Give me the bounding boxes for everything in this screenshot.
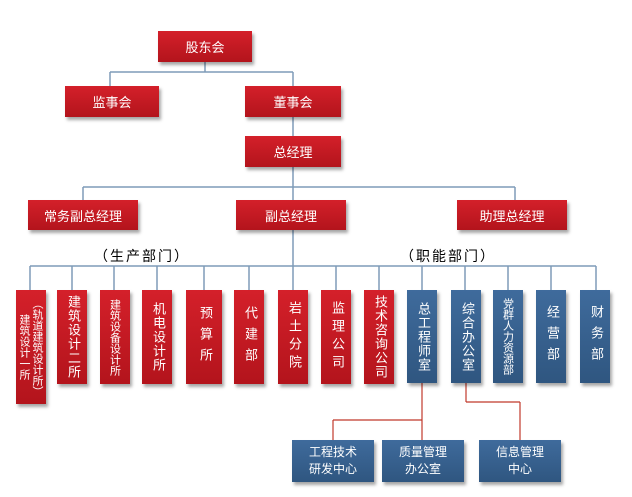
board-label: 董事会	[273, 96, 313, 111]
functional-unit-label: 财务部	[588, 305, 603, 368]
executive-deputy-box: 常务副总经理	[28, 200, 138, 230]
functional-unit-2: 综合办公室	[451, 290, 481, 383]
gm-label: 总经理	[273, 146, 313, 161]
production-unit-8: 监理公司	[321, 290, 351, 384]
functional-unit-label: 党群人力资源部	[501, 298, 515, 375]
functional-unit-1: 总工程师室	[407, 290, 437, 383]
production-unit-9: 技术咨询公司	[364, 290, 394, 384]
sub-unit-label: 质量管理 办公室	[398, 445, 447, 476]
functional-unit-label: 综合办公室	[459, 301, 474, 372]
functional-unit-5: 财务部	[580, 290, 610, 383]
sub-unit-label: 工程技术 研发中心	[308, 445, 357, 476]
shareholders-label: 股东会	[185, 41, 225, 56]
production-unit-label: 预算所	[197, 305, 212, 369]
production-unit-label: 建筑设计二所	[65, 295, 80, 379]
sub-unit-label: 信息管理 中心	[495, 445, 544, 476]
production-unit-2: 建筑设计二所	[57, 290, 87, 384]
production-unit-label: 机电设计所	[150, 302, 165, 372]
board-box: 董事会	[245, 86, 341, 117]
production-unit-6: 代建部	[234, 290, 264, 384]
supervisors-label: 监事会	[92, 96, 132, 111]
sub-unit-quality-office: 质量管理 办公室	[382, 440, 464, 482]
production-unit-label: 建筑设备设计所	[108, 298, 122, 376]
sub-unit-info-center: 信息管理 中心	[479, 440, 561, 482]
production-unit-label: 岩土分院	[286, 301, 301, 373]
production-group-label: （生产部门）	[94, 249, 190, 265]
production-unit-5: 预算所	[186, 290, 222, 384]
production-unit-label: 技术咨询公司	[372, 295, 387, 379]
production-unit-7: 岩土分院	[278, 290, 308, 384]
functional-unit-3: 党群人力资源部	[493, 290, 523, 383]
production-unit-3: 建筑设备设计所	[100, 290, 130, 384]
supervisors-box: 监事会	[65, 86, 159, 117]
functional-unit-label: 总工程师室	[415, 301, 430, 372]
production-unit-label: 代建部	[242, 305, 257, 369]
functional-unit-4: 经营部	[536, 290, 566, 383]
production-unit-label: （轨道建筑设计所）建筑设计一所	[18, 297, 44, 397]
production-unit-1: （轨道建筑设计所）建筑设计一所	[16, 290, 46, 404]
deputy-gm-box: 副总经理	[236, 200, 346, 230]
gm-box: 总经理	[245, 136, 341, 167]
assistant-gm-box: 助理总经理	[457, 200, 567, 230]
executive-deputy-label: 常务副总经理	[43, 209, 122, 225]
sub-unit-rd-center: 工程技术 研发中心	[292, 440, 374, 482]
deputy-gm-label: 副总经理	[264, 209, 317, 225]
functional-group-label: （职能部门）	[400, 249, 496, 265]
production-unit-4: 机电设计所	[142, 290, 172, 384]
shareholders-box: 股东会	[158, 31, 252, 62]
production-unit-label: 监理公司	[329, 301, 344, 373]
functional-unit-label: 经营部	[544, 305, 559, 368]
assistant-gm-label: 助理总经理	[479, 209, 545, 225]
